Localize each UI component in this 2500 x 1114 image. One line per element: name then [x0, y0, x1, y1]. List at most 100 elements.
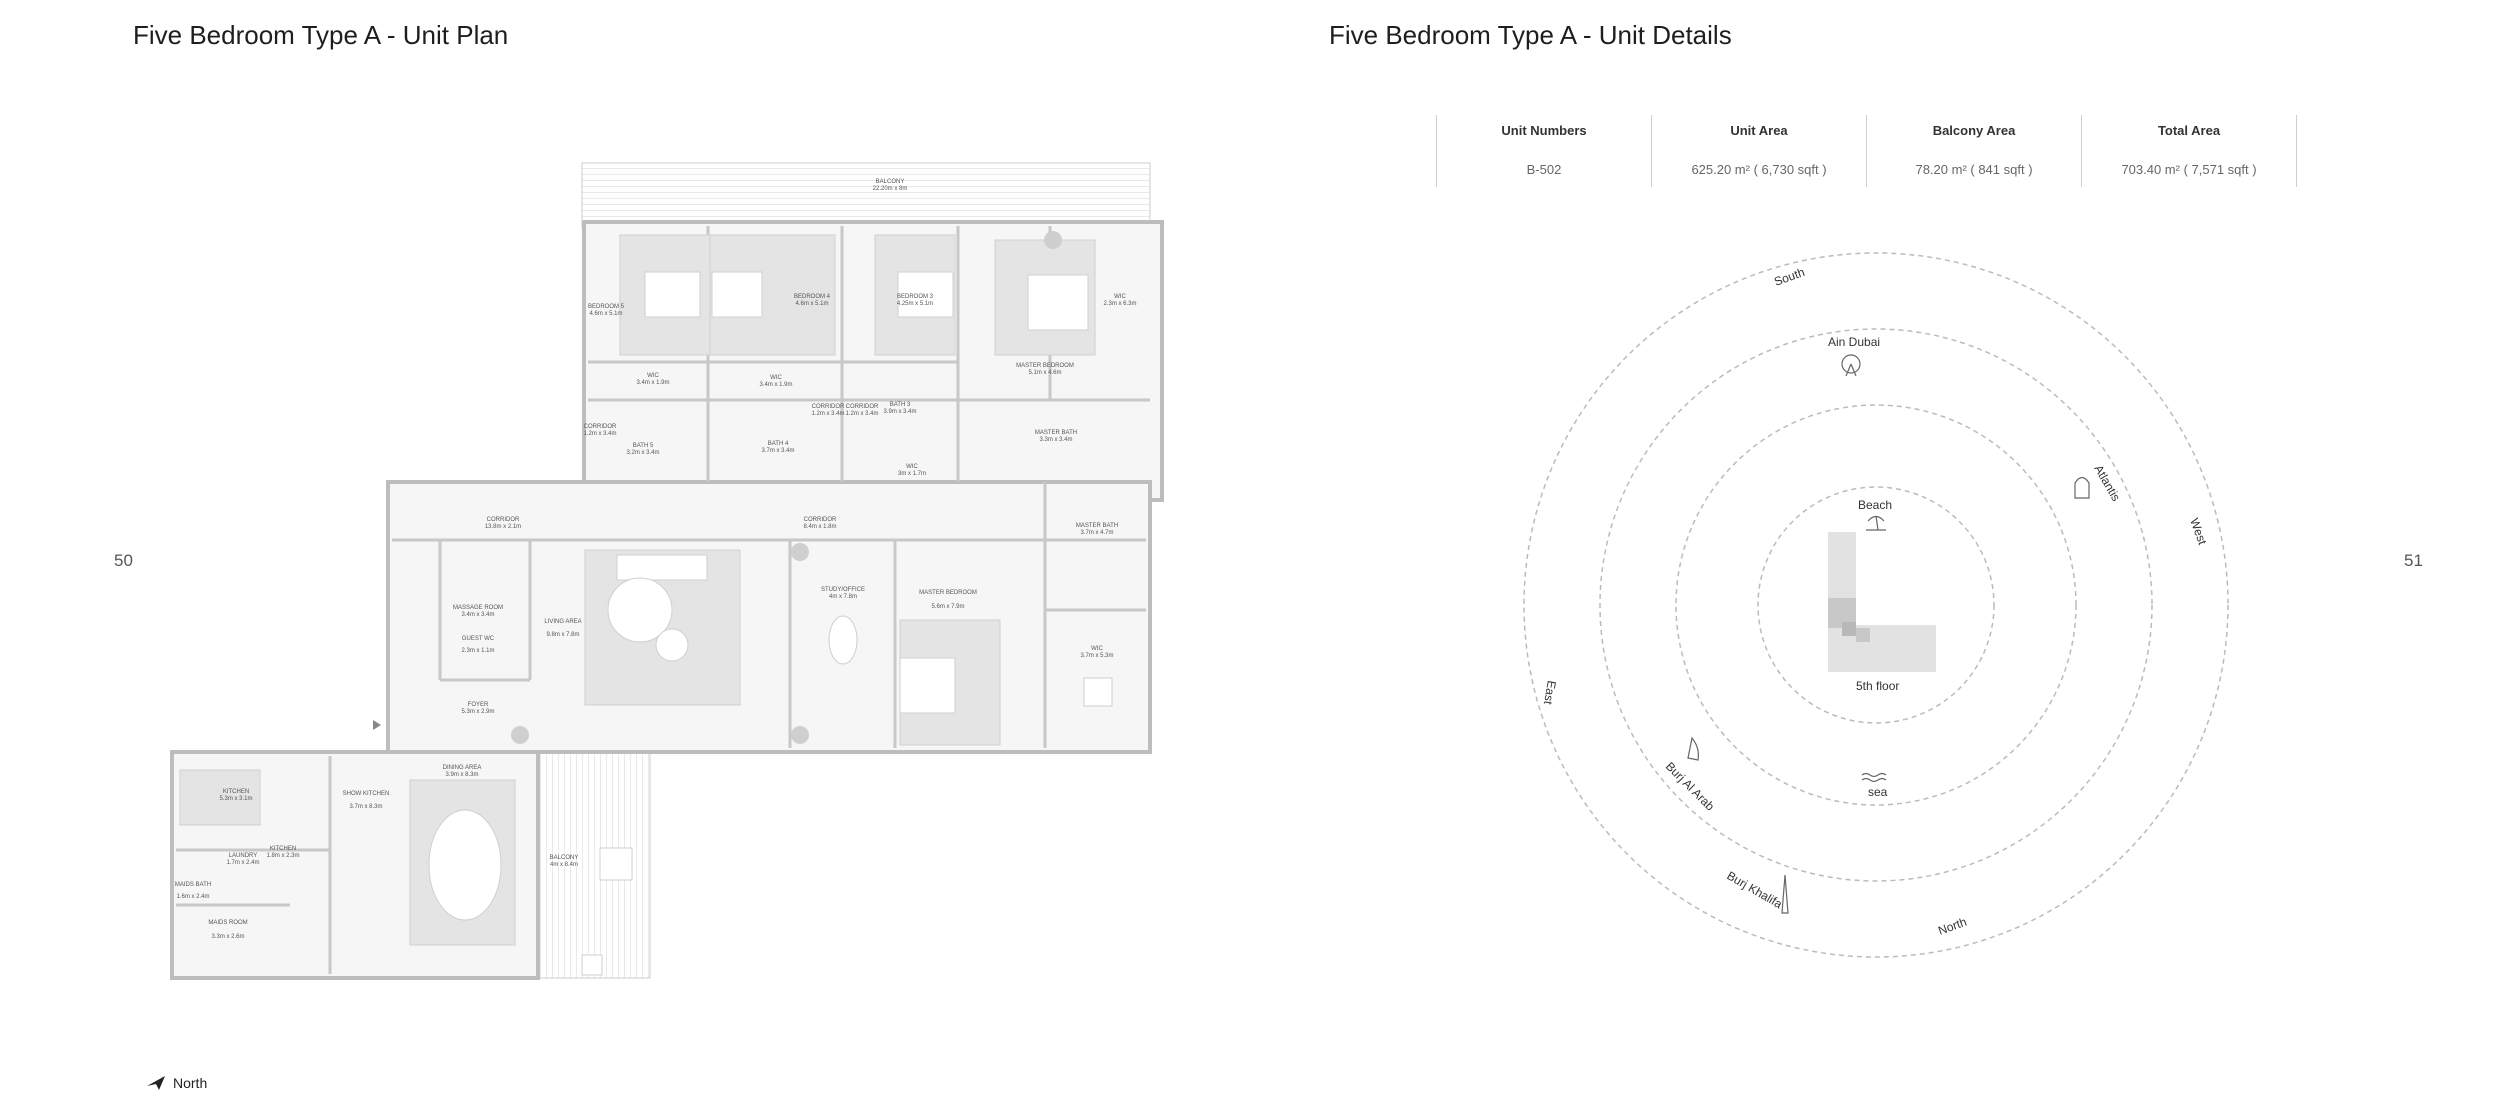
dim-bedroom4: 4.6m x 5.1m [795, 301, 828, 307]
orientation-diagram: South West North East Ain Dubai Atlantis… [1523, 252, 2229, 958]
label-wic-right: WIC [1091, 646, 1103, 652]
label-wic-a: WIC [647, 373, 659, 379]
label-bath4: BATH 4 [768, 441, 789, 447]
dim-master-bedroom-top: 5.1m x 4.6m [1028, 370, 1061, 376]
dim-corridor-long-left: 13.8m x 2.1m [485, 524, 521, 530]
label-floor: 5th floor [1856, 679, 1899, 693]
plan-title: Five Bedroom Type A - Unit Plan [133, 20, 509, 50]
label-master-bedroom: MASTER BEDROOM [919, 590, 977, 596]
label-atlantis: Atlantis [2091, 463, 2123, 504]
label-corridor-b: CORRIDOR [812, 404, 845, 410]
dim-study: 4m x 7.8m [829, 594, 857, 600]
ferris-wheel-icon [1841, 354, 1861, 377]
details-value: B-502 [1526, 162, 1562, 177]
dim-corridor-long-mid: 8.4m x 1.8m [803, 524, 836, 530]
label-living: LIVING AREA [544, 619, 581, 625]
floor-plan: BALCONY 22.20m x 8m BEDROOM 5 4.6m x 5.1… [170, 162, 1164, 980]
dim-kitchen2: 1.8m x 2.3m [266, 853, 299, 859]
label-massage-room: MASSAGE ROOM [453, 605, 503, 611]
label-corridor-c: CORRIDOR [846, 404, 879, 410]
building-footprint [1828, 532, 1936, 672]
dim-guest-wc: 2.3m x 1.1m [461, 648, 494, 654]
details-label: Balcony Area [1932, 123, 2016, 138]
label-balcony-top: BALCONY [876, 179, 905, 185]
page-number-left: 50 [114, 551, 133, 570]
page-number-right: 51 [2404, 551, 2423, 570]
north-arrow-icon [147, 1076, 165, 1090]
atlantis-icon [2074, 476, 2090, 499]
dim-massage-room: 3.4m x 3.4m [461, 612, 494, 618]
label-west: West [2187, 516, 2210, 547]
label-maids-bath: MAIDS BATH [175, 882, 211, 888]
dim-wic-b: 3.4m x 1.9m [759, 382, 792, 388]
details-title: Five Bedroom Type A - Unit Details [1329, 20, 1732, 50]
label-bedroom4: BEDROOM 4 [794, 294, 831, 300]
burj-al-arab-icon [1687, 736, 1699, 761]
ring-outer [1523, 252, 2229, 958]
dim-dining: 3.9m x 8.3m [445, 772, 478, 778]
details-label: Unit Numbers [1501, 123, 1587, 138]
dim-maids-bath: 1.6m x 2.4m [176, 894, 209, 900]
label-bath5: BATH 5 [633, 443, 654, 449]
label-east: East [1541, 679, 1559, 706]
label-wic-b: WIC [770, 375, 782, 381]
dim-corridor-a: 1.2m x 3.4m [583, 431, 616, 437]
dim-balcony-bottom: 4m x 8.4m [550, 862, 578, 868]
details-label: Unit Area [1730, 123, 1788, 138]
label-bath3: BATH 3 [890, 402, 911, 408]
dim-master-bath-right: 3.7m x 4.7m [1080, 530, 1113, 536]
label-bedroom3: BEDROOM 3 [897, 294, 934, 300]
dim-living: 9.8m x 7.8m [546, 632, 579, 638]
ring-3 [1675, 404, 2077, 806]
dim-foyer: 5.3m x 2.9m [461, 709, 494, 715]
dim-wic-right: 3.7m x 5.3m [1080, 653, 1113, 659]
dim-bath5: 3.2m x 3.4m [626, 450, 659, 456]
label-wic-c: WIC [906, 464, 918, 470]
dim-wic-c: 3m x 1.7m [898, 471, 926, 477]
label-corridor-long-left: CORRIDOR [487, 517, 520, 523]
label-study: STUDY/OFFICE [821, 587, 865, 593]
waves-icon [1861, 772, 1887, 783]
dim-bath3: 3.9m x 3.4m [883, 409, 916, 415]
ring-2 [1599, 328, 2153, 882]
label-dining: DINING AREA [443, 765, 482, 771]
dim-master-bedroom: 5.6m x 7.9m [931, 604, 964, 610]
dim-corridor-c: 1.2m x 3.4m [845, 411, 878, 417]
dim-balcony-top: 22.20m x 8m [873, 186, 908, 192]
dim-master-bath-top: 3.3m x 3.4m [1039, 437, 1072, 443]
label-foyer: FOYER [468, 702, 489, 708]
dim-maids-room: 3.3m x 2.6m [211, 934, 244, 940]
details-col-balcony-area: Balcony Area 78.20 m² ( 841 sqft ) [1866, 115, 2081, 187]
beach-umbrella-icon [1866, 515, 1886, 531]
label-master-bedroom-top: MASTER BEDROOM [1016, 363, 1074, 369]
label-bedroom5: BEDROOM 5 [588, 304, 625, 310]
balcony-top [581, 162, 1151, 229]
label-sea: sea [1868, 785, 1888, 799]
label-master-bath-top: MASTER BATH [1035, 430, 1077, 436]
dim-wic-a: 3.4m x 1.9m [636, 380, 669, 386]
label-south: South [1772, 265, 1806, 289]
burj-khalifa-icon [1781, 874, 1789, 914]
label-burj-al-arab: Burj Al Arab [1663, 759, 1717, 813]
details-value: 78.20 m² ( 841 sqft ) [1915, 162, 2033, 177]
label-north: North [1936, 915, 1968, 938]
dim-wic-top: 2.3m x 6.3m [1103, 301, 1136, 307]
ring-inner [1757, 486, 1995, 724]
dim-bath4: 3.7m x 3.4m [761, 448, 794, 454]
label-burj-khalifa: Burj Khalifa [1725, 868, 1785, 911]
label-kitchen: KITCHEN [223, 789, 249, 795]
details-label: Total Area [2157, 123, 2221, 138]
label-wic-top: WIC [1114, 294, 1126, 300]
dim-laundry: 1.7m x 2.4m [226, 860, 259, 866]
label-ain-dubai: Ain Dubai [1828, 335, 1880, 349]
details-col-total-area: Total Area 703.40 m² ( 7,571 sqft ) [2081, 115, 2297, 187]
label-kitchen2: KITCHEN [270, 846, 296, 852]
dim-show-kitchen: 3.7m x 8.3m [349, 804, 382, 810]
entrance-arrow-icon [373, 720, 381, 730]
label-corridor-long-mid: CORRIDOR [804, 517, 837, 523]
details-value: 703.40 m² ( 7,571 sqft ) [2121, 162, 2257, 177]
unit-details-table: Unit Numbers B-502 Unit Area 625.20 m² (… [1436, 115, 2297, 187]
north-label: North [173, 1075, 208, 1091]
label-maids-room: MAIDS ROOM [208, 920, 247, 926]
details-col-unit-area: Unit Area 625.20 m² ( 6,730 sqft ) [1651, 115, 1866, 187]
